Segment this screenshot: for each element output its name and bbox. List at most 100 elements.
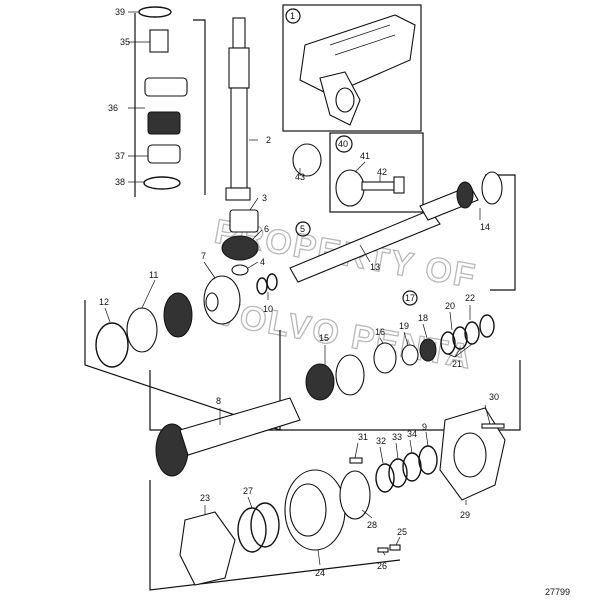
callout-17: 17 bbox=[405, 293, 415, 303]
bracket-shaft-2 bbox=[193, 19, 206, 195]
callout-17-circle bbox=[402, 290, 418, 306]
part-37-bearing bbox=[147, 144, 181, 164]
callout-40: 40 bbox=[338, 139, 348, 149]
callout-20: 20 bbox=[445, 301, 455, 311]
shaft-collar bbox=[225, 187, 251, 201]
callout-13: 13 bbox=[370, 262, 380, 272]
callout-42: 42 bbox=[377, 167, 387, 177]
callout-7: 7 bbox=[201, 251, 206, 261]
part-11-cup bbox=[126, 307, 158, 353]
callout-16: 16 bbox=[375, 327, 385, 337]
part-36-cup bbox=[144, 77, 188, 97]
callout-36: 36 bbox=[108, 103, 118, 113]
part-32-ring bbox=[375, 463, 395, 493]
callout-27: 27 bbox=[243, 486, 253, 496]
part-36-cone bbox=[147, 111, 181, 135]
part-14-bearings bbox=[456, 171, 503, 209]
leader-lines bbox=[104, 11, 491, 566]
callout-38: 38 bbox=[115, 177, 125, 187]
callout-26: 26 bbox=[377, 561, 387, 571]
callout-11: 11 bbox=[149, 270, 158, 280]
callout-40-circle bbox=[335, 135, 353, 153]
diagram-id: 27799 bbox=[545, 587, 570, 597]
part-42-bolt bbox=[361, 181, 395, 191]
part-35-sleeve bbox=[149, 29, 169, 53]
callout-6: 6 bbox=[264, 224, 269, 234]
callout-18: 18 bbox=[418, 313, 428, 323]
callout-28: 28 bbox=[367, 520, 377, 530]
callout-31: 31 bbox=[358, 432, 368, 442]
bracket-right bbox=[485, 174, 516, 291]
part-18-bearing bbox=[419, 338, 437, 362]
callout-2: 2 bbox=[266, 135, 271, 145]
part-10-shim-b bbox=[266, 273, 278, 291]
part-6-pinion bbox=[221, 235, 259, 261]
inset-40-parts bbox=[335, 169, 405, 207]
part-22-ring bbox=[479, 314, 495, 338]
shaft-body bbox=[230, 87, 248, 189]
callout-41: 41 bbox=[360, 151, 370, 161]
part-3-bearing bbox=[229, 209, 259, 233]
part-8-shaft bbox=[179, 397, 301, 456]
callout-23: 23 bbox=[200, 493, 210, 503]
part-4-nut bbox=[231, 264, 249, 276]
bracket-mid bbox=[84, 300, 281, 431]
callout-3: 3 bbox=[262, 193, 267, 203]
callout-22: 22 bbox=[465, 293, 475, 303]
callout-5-circle bbox=[295, 221, 311, 237]
callout-32: 32 bbox=[376, 436, 386, 446]
callouts: 1 2 3 4 5 6 7 8 9 10 11 12 13 14 15 16 1… bbox=[99, 7, 570, 597]
part-27-ring-b bbox=[250, 502, 280, 548]
part-39-ring bbox=[138, 6, 172, 18]
shaft-13-body bbox=[289, 209, 441, 283]
callout-8: 8 bbox=[216, 396, 221, 406]
vertical-shaft bbox=[225, 17, 251, 201]
part-9-ring bbox=[418, 445, 438, 475]
inset-box-1 bbox=[282, 4, 422, 132]
part-15-cup bbox=[335, 354, 365, 396]
callout-10: 10 bbox=[263, 304, 273, 314]
callout-39: 39 bbox=[115, 7, 125, 17]
callout-37: 37 bbox=[115, 151, 125, 161]
callout-43: 43 bbox=[295, 172, 305, 182]
callout-30: 30 bbox=[489, 392, 499, 402]
part-7-gear bbox=[203, 275, 241, 325]
part-24-bore bbox=[289, 483, 327, 537]
part-29-opening bbox=[453, 432, 487, 478]
part-14-cone bbox=[456, 181, 474, 209]
callout-21: 21 bbox=[452, 359, 462, 369]
shaft-upper bbox=[228, 47, 250, 89]
mid-ring-group bbox=[305, 314, 495, 401]
housing-body bbox=[299, 14, 416, 96]
part-42-head bbox=[393, 176, 405, 194]
bearing-housing-assembly bbox=[179, 407, 506, 586]
callout-4: 4 bbox=[260, 257, 265, 267]
part-30-bolt bbox=[481, 423, 505, 429]
part-7-hub bbox=[205, 292, 219, 312]
part-19-washer bbox=[401, 344, 419, 366]
bracket-lower-2 bbox=[149, 480, 401, 591]
callout-29: 29 bbox=[460, 510, 470, 520]
callout-19: 19 bbox=[399, 321, 409, 331]
inset-box-40 bbox=[329, 132, 424, 213]
pinion-group bbox=[221, 209, 259, 276]
part-12-ring bbox=[95, 322, 129, 368]
part-23-gasket bbox=[179, 511, 236, 586]
callout-9: 9 bbox=[422, 422, 427, 432]
frames bbox=[84, 4, 521, 591]
part-25-screw bbox=[389, 544, 401, 551]
left-bearing-stack bbox=[138, 6, 188, 190]
part-8-gear-shaft bbox=[155, 397, 301, 477]
callout-14: 14 bbox=[480, 222, 490, 232]
bracket-lower-1 bbox=[149, 360, 521, 431]
callout-35: 35 bbox=[120, 37, 130, 47]
callout-1-circle bbox=[285, 8, 301, 24]
part-41-cone bbox=[335, 169, 365, 207]
part-15-cone bbox=[305, 363, 335, 401]
callout-25: 25 bbox=[397, 527, 407, 537]
part-14-cup bbox=[481, 171, 503, 205]
housing-prop-hub bbox=[335, 87, 355, 113]
gear-housing-illustration bbox=[299, 14, 416, 126]
shaft-spline bbox=[232, 17, 246, 49]
